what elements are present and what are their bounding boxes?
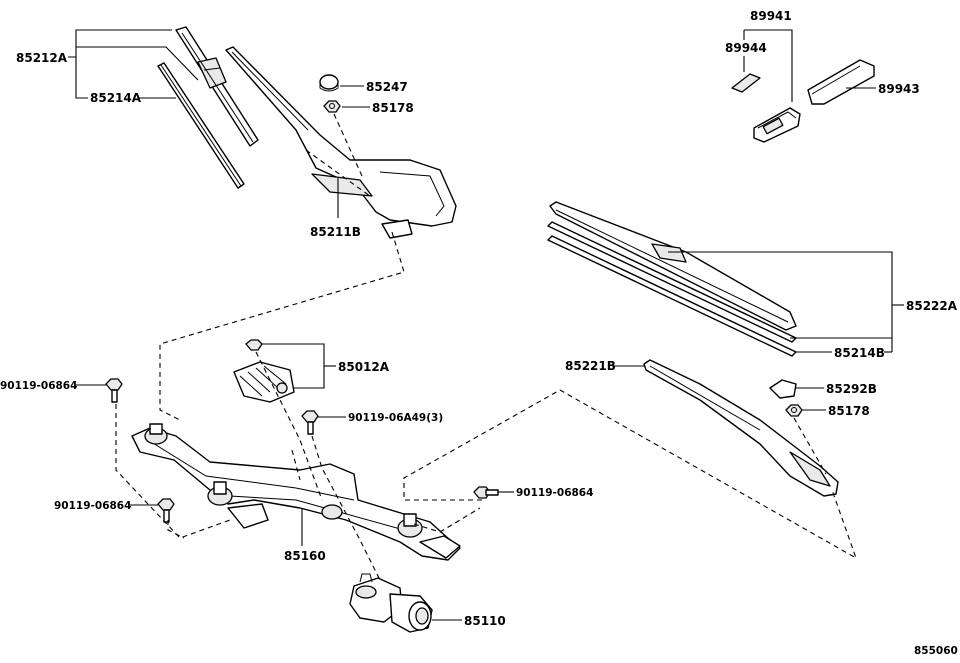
- label-85214A[interactable]: 85214A: [90, 91, 142, 105]
- label-85212A[interactable]: 85212A: [16, 51, 68, 65]
- label-89941[interactable]: 89941: [750, 9, 792, 23]
- nut-85178-top[interactable]: [323, 100, 341, 113]
- label-85160[interactable]: 85160: [284, 549, 326, 563]
- cover-89943[interactable]: [807, 59, 875, 105]
- bracket-89941[interactable]: [753, 107, 801, 143]
- label-85221B[interactable]: 85221B: [565, 359, 616, 373]
- front-wiper-blade-right[interactable]: [549, 201, 797, 331]
- label-90119-06864-a[interactable]: 90119-06864: [0, 380, 77, 392]
- label-90119-06864-b[interactable]: 90119-06864: [54, 500, 131, 512]
- wiper-blade-rubber-right[interactable]: [547, 221, 797, 357]
- wiper-blade-rubber-left[interactable]: [157, 62, 245, 189]
- label-85222A[interactable]: 85222A: [906, 299, 958, 313]
- wiper-link-assembly-85160[interactable]: [131, 423, 461, 561]
- label-85110[interactable]: 85110: [464, 614, 506, 628]
- bolt-90119-06A49[interactable]: [301, 410, 319, 435]
- label-90119-06864-c[interactable]: 90119-06864: [516, 487, 593, 499]
- arm-head-cap-85292B[interactable]: [769, 379, 797, 399]
- label-85292B[interactable]: 85292B: [826, 382, 877, 396]
- wiper-motor-85110[interactable]: [349, 573, 433, 633]
- label-89943[interactable]: 89943: [878, 82, 920, 96]
- label-85211B[interactable]: 85211B: [310, 225, 361, 239]
- dashed-connections: [115, 231, 858, 581]
- bolt-90119-06864-b[interactable]: [157, 498, 175, 523]
- label-85247[interactable]: 85247: [366, 80, 408, 94]
- front-wiper-arm-right[interactable]: [643, 359, 839, 497]
- cap-85012A-top[interactable]: [245, 339, 263, 351]
- label-85178-right[interactable]: 85178: [828, 404, 870, 418]
- leader-85212A: [68, 29, 172, 58]
- label-85214B[interactable]: 85214B: [834, 346, 885, 360]
- leader-85222A: [668, 251, 893, 352]
- motor-cover-85012A[interactable]: [233, 361, 295, 403]
- leader-85212A-b: [76, 46, 199, 81]
- leader-85214A: [75, 57, 88, 99]
- front-wiper-arm-left[interactable]: [225, 46, 457, 239]
- arm-head-cap-85247[interactable]: [319, 74, 339, 92]
- diagram-code: 855060: [914, 645, 958, 657]
- bolt-90119-06864-a[interactable]: [105, 378, 123, 403]
- leader-89941: [744, 29, 793, 102]
- label-85178-top[interactable]: 85178: [372, 101, 414, 115]
- nut-85178-right[interactable]: [785, 404, 803, 417]
- bolt-90119-06864-c[interactable]: [473, 486, 499, 499]
- front-wiper-blade-left[interactable]: [175, 26, 259, 147]
- pad-89944[interactable]: [731, 73, 761, 93]
- label-85012A[interactable]: 85012A: [338, 360, 390, 374]
- label-90119-06A49[interactable]: 90119-06A49(3): [348, 412, 443, 424]
- label-89944[interactable]: 89944: [725, 41, 767, 55]
